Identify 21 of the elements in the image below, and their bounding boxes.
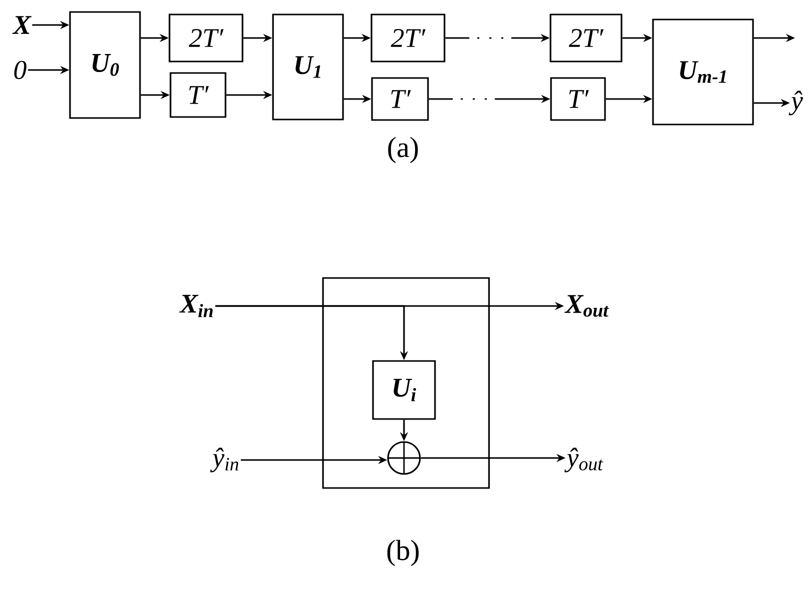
signal-label: ŷ [788,90,803,116]
delay-box: 2T′ [370,14,446,62]
delay-box: 2T′ [550,14,622,62]
delay-box: T′ [170,72,226,118]
signal-label: X$_{out}$ [564,295,609,317]
unit-box: U$_{1}$ [272,14,344,120]
unit-box: U$_{0}$ [69,11,141,119]
signal-label: X [12,16,32,34]
delay-box: T′ [550,77,606,121]
unit-box: U$_{i}$ [372,360,436,420]
cell-frame [322,277,490,489]
panel-caption: (a) [388,136,418,164]
unit-box: U$_{m-1}$ [652,18,754,126]
signal-label: ŷ$_{in}$ [210,448,238,472]
panel-caption: (b) [387,540,419,566]
delay-box: 2T′ [168,14,244,62]
signal-label: ŷ$_{out}$ [564,448,604,472]
signal-label: 0 [14,60,26,80]
adder-symbol [387,441,421,475]
signal-label: X$_{in}$ [179,294,213,318]
delay-box: T′ [371,77,429,121]
